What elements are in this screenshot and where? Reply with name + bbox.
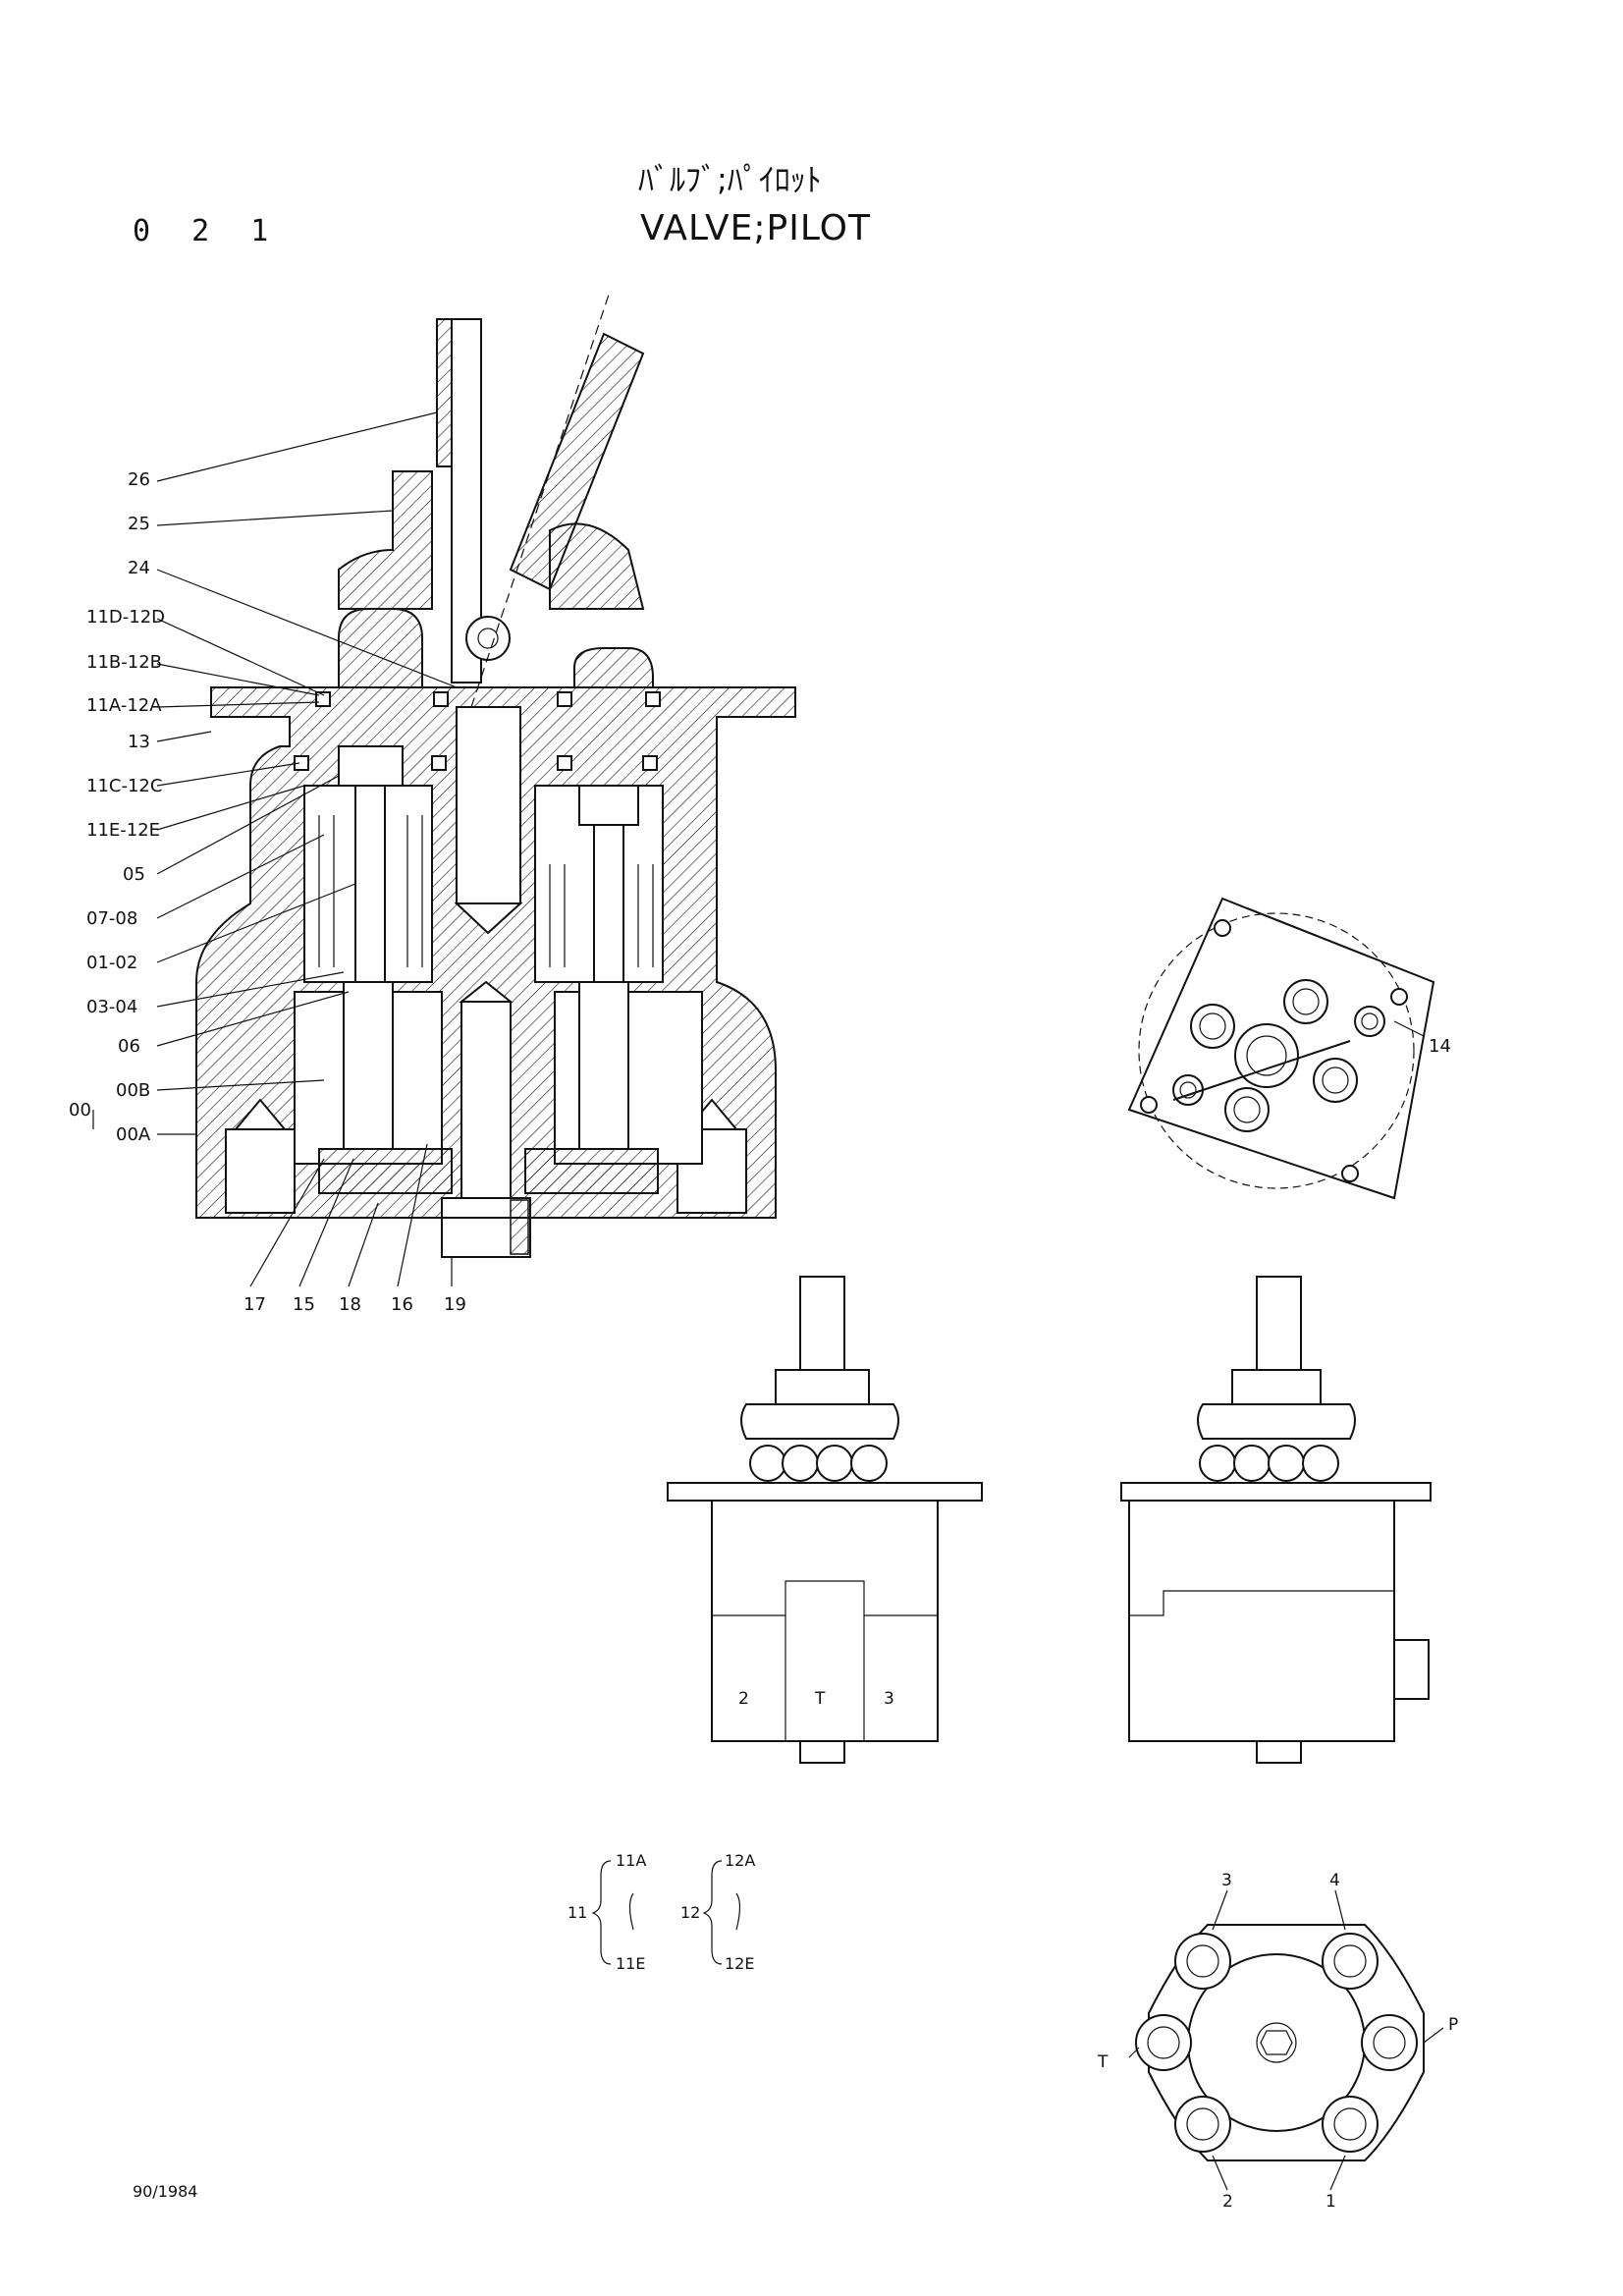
legend-group-11: 11 <box>568 1903 588 1922</box>
callout-06: 06 <box>118 1036 140 1057</box>
callout-11d-12d: 11D-12D <box>86 607 166 628</box>
bottom-port-1: 1 <box>1325 2192 1336 2212</box>
callout-05: 05 <box>123 864 145 885</box>
cross-section-view <box>195 294 796 1258</box>
callout-19: 19 <box>444 1294 466 1315</box>
callout-00: 00 <box>69 1100 91 1121</box>
front-view <box>667 1276 983 1764</box>
footer-date-code: 90/1984 <box>133 2182 198 2201</box>
top-view <box>1127 897 1435 1200</box>
bottom-port-view <box>1128 1889 1444 2191</box>
callout-17: 17 <box>243 1294 266 1315</box>
callout-18: 18 <box>339 1294 361 1315</box>
legend-12e: 12E <box>725 1954 755 1973</box>
callout-11e-12e: 11E-12E <box>86 820 161 841</box>
callout-00a: 00A <box>116 1124 151 1145</box>
legend-group-12: 12 <box>680 1903 701 1922</box>
callout-26: 26 <box>128 469 150 490</box>
leader-lines <box>92 411 458 1287</box>
side-view <box>1120 1276 1432 1764</box>
bottom-port-t: T <box>1098 2052 1109 2072</box>
bottom-port-p: P <box>1448 2015 1459 2035</box>
port-label-2: 2 <box>738 1689 749 1709</box>
callout-16: 16 <box>391 1294 413 1315</box>
bottom-port-2: 2 <box>1222 2192 1233 2212</box>
port-label-t: T <box>815 1689 826 1709</box>
callout-07-08: 07-08 <box>86 908 138 929</box>
callout-13: 13 <box>128 732 150 752</box>
callout-01-02: 01-02 <box>86 953 138 973</box>
legend-braces <box>591 1860 741 1965</box>
legend-11a: 11A <box>616 1851 647 1870</box>
bottom-port-3: 3 <box>1221 1871 1232 1890</box>
callout-24: 24 <box>128 558 150 578</box>
title-japanese: ﾊﾞﾙﾌﾞ;ﾊﾟｲﾛｯﾄ <box>638 161 822 198</box>
legend-11e: 11E <box>616 1954 646 1973</box>
callout-11b-12b: 11B-12B <box>86 652 163 673</box>
page-number: 0 2 1 <box>133 214 281 248</box>
callout-03-04: 03-04 <box>86 997 138 1017</box>
callout-11a-12a: 11A-12A <box>86 695 162 716</box>
callout-15: 15 <box>293 1294 315 1315</box>
callout-25: 25 <box>128 514 150 534</box>
callout-00b: 00B <box>116 1080 151 1101</box>
title-english: VALVE;PILOT <box>640 208 871 248</box>
callout-14: 14 <box>1429 1036 1451 1057</box>
legend-12a: 12A <box>725 1851 756 1870</box>
callout-11c-12c: 11C-12C <box>86 776 163 796</box>
port-label-3: 3 <box>884 1689 894 1709</box>
bottom-port-4: 4 <box>1329 1871 1340 1890</box>
